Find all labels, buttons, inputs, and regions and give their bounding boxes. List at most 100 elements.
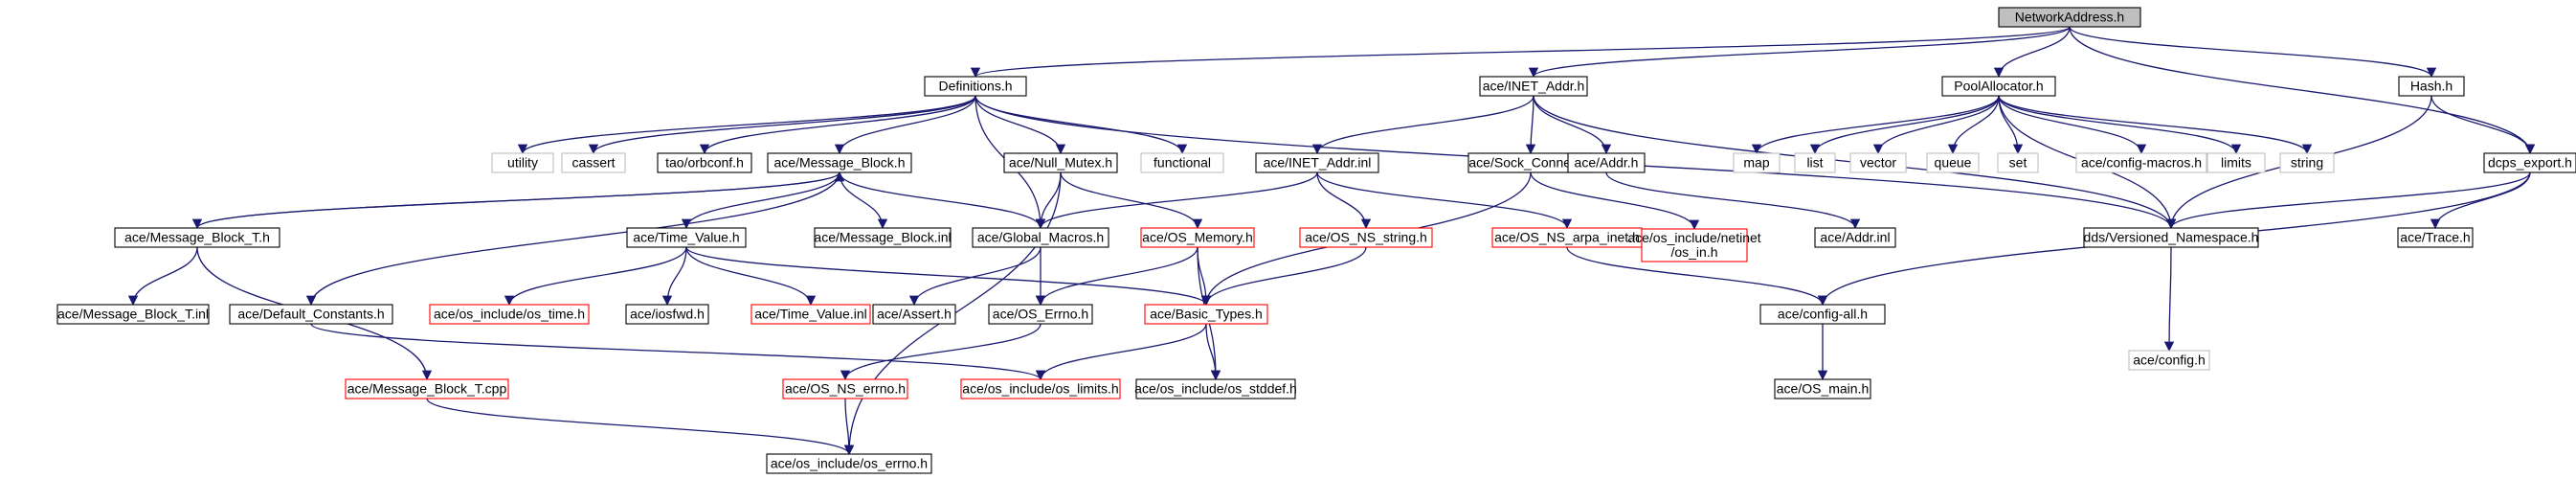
node-ostime[interactable]: ace/os_include/os_time.h bbox=[429, 304, 590, 325]
node-set[interactable]: set bbox=[1997, 152, 2039, 173]
node-osnsarpa[interactable]: ace/OS_NS_arpa_inet.h bbox=[1491, 227, 1643, 248]
node-label: ace/os_include/os_errno.h bbox=[771, 456, 928, 471]
node-msgblock_t_cpp[interactable]: ace/Message_Block_T.cpp bbox=[345, 378, 509, 399]
edge-osnsstring-to-basictypes bbox=[1200, 246, 1367, 307]
node-oserrno[interactable]: ace/OS_Errno.h bbox=[988, 304, 1093, 325]
node-label: ace/Addr.h bbox=[1575, 155, 1639, 171]
edge-dcps_export-to-versioned bbox=[2165, 171, 2531, 230]
node-timevalue_inl[interactable]: ace/Time_Value.inl bbox=[750, 304, 871, 325]
node-box bbox=[1849, 152, 1907, 173]
edge-inet_addr_h-to-addr_h bbox=[1533, 95, 1612, 155]
node-box bbox=[1299, 227, 1433, 248]
node-label: PoolAllocator.h bbox=[1954, 79, 2043, 94]
node-msgblock_t[interactable]: ace/Message_Block_T.h bbox=[114, 227, 280, 248]
node-box bbox=[814, 227, 952, 248]
node-utility[interactable]: utility bbox=[491, 152, 554, 173]
node-osstddef[interactable]: ace/os_include/os_stddef.h bbox=[1134, 378, 1297, 399]
node-box bbox=[2483, 152, 2576, 173]
node-map[interactable]: map bbox=[1733, 152, 1781, 173]
node-timevalue[interactable]: ace/Time_Value.h bbox=[626, 227, 747, 248]
edge-osnserrno-to-oserrno_inc bbox=[843, 398, 855, 456]
node-osnserrno[interactable]: ace/OS_NS_errno.h bbox=[782, 378, 908, 399]
node-vector[interactable]: vector bbox=[1849, 152, 1907, 173]
node-osmain[interactable]: ace/OS_main.h bbox=[1774, 378, 1871, 399]
node-label: vector bbox=[1860, 155, 1896, 171]
node-versioned[interactable]: dds/Versioned_Namespace.h bbox=[2083, 227, 2259, 248]
node-label: utility bbox=[507, 155, 538, 171]
node-inet_addr_h[interactable]: ace/INET_Addr.h bbox=[1479, 76, 1588, 97]
node-label: ace/Time_Value.inl bbox=[754, 307, 867, 322]
node-poolalloc[interactable]: PoolAllocator.h bbox=[1941, 76, 2056, 97]
node-label: ace/Basic_Types.h bbox=[1150, 307, 1263, 322]
node-functional[interactable]: functional bbox=[1140, 152, 1224, 173]
node-configall[interactable]: ace/config-all.h bbox=[1759, 304, 1886, 325]
node-cassert[interactable]: cassert bbox=[561, 152, 626, 173]
node-box bbox=[491, 152, 554, 173]
node-label: ace/OS_NS_arpa_inet.h bbox=[1494, 230, 1640, 245]
node-label: functional bbox=[1154, 155, 1211, 171]
node-trace[interactable]: ace/Trace.h bbox=[2397, 227, 2474, 248]
node-basictypes[interactable]: ace/Basic_Types.h bbox=[1144, 304, 1268, 325]
edge-root-to-hash bbox=[2069, 26, 2437, 79]
edge-timevalue-to-timevalue_inl bbox=[685, 246, 817, 307]
node-box bbox=[625, 304, 709, 325]
node-box bbox=[56, 304, 210, 325]
node-oslimits[interactable]: ace/os_include/os_limits.h bbox=[960, 378, 1121, 399]
edge-root-to-poolalloc bbox=[1993, 26, 2071, 79]
node-osnsstring[interactable]: ace/OS_NS_string.h bbox=[1299, 227, 1433, 248]
edge-msgblock-to-timevalue bbox=[681, 171, 840, 230]
node-configmacros[interactable]: ace/config-macros.h bbox=[2075, 152, 2207, 173]
node-box bbox=[1255, 152, 1379, 173]
node-string[interactable]: string bbox=[2279, 152, 2335, 173]
edge-timevalue-to-iosfwd bbox=[661, 246, 687, 307]
edge-osnsarpa-to-configall bbox=[1566, 246, 1828, 307]
node-config_h[interactable]: ace/config.h bbox=[2128, 350, 2210, 371]
node-netinet[interactable]: ace/os_include/netinet/os_in.h bbox=[1627, 228, 1761, 262]
node-label: ace/Trace.h bbox=[2400, 230, 2470, 245]
node-label: ace/Message_Block_T.inl bbox=[57, 307, 209, 322]
node-oserrno_inc[interactable]: ace/os_include/os_errno.h bbox=[766, 453, 932, 474]
node-defconst[interactable]: ace/Default_Constants.h bbox=[229, 304, 393, 325]
node-assert[interactable]: ace/Assert.h bbox=[872, 304, 956, 325]
edge-hash-to-dcps_export bbox=[2430, 95, 2536, 155]
node-box bbox=[750, 304, 871, 325]
node-msgblock_t_inl[interactable]: ace/Message_Block_T.inl bbox=[56, 304, 210, 325]
node-msgblock_inl[interactable]: ace/Message_Block.inl bbox=[814, 227, 952, 248]
edge-definitions-to-utility bbox=[517, 95, 976, 155]
node-label: ace/iosfwd.h bbox=[630, 307, 705, 322]
edge-osmemory-to-oserrno bbox=[1035, 246, 1198, 307]
node-label: list bbox=[1806, 155, 1823, 171]
node-list[interactable]: list bbox=[1794, 152, 1836, 173]
node-iosfwd[interactable]: ace/iosfwd.h bbox=[625, 304, 709, 325]
edge-poolalloc-to-string bbox=[1998, 95, 2313, 155]
node-dcps_export[interactable]: dcps_export.h bbox=[2483, 152, 2576, 173]
node-definitions[interactable]: Definitions.h bbox=[924, 76, 1027, 97]
node-box bbox=[1941, 76, 2056, 97]
node-addr_h[interactable]: ace/Addr.h bbox=[1567, 152, 1646, 173]
node-box bbox=[1140, 227, 1255, 248]
node-orbconf[interactable]: tao/orbconf.h bbox=[657, 152, 752, 173]
node-globalmacros[interactable]: ace/Global_Macros.h bbox=[972, 227, 1109, 248]
edge-nullmutex-to-osmemory bbox=[1060, 171, 1203, 230]
edge-poolalloc-to-queue bbox=[1947, 95, 2000, 155]
node-inet_inl[interactable]: ace/INET_Addr.inl bbox=[1255, 152, 1379, 173]
node-label: ace/os_include/os_time.h bbox=[434, 307, 585, 322]
node-limits[interactable]: limits bbox=[2206, 152, 2266, 173]
node-label: ace/Addr.inl bbox=[1820, 230, 1890, 245]
node-nullmutex[interactable]: ace/Null_Mutex.h bbox=[1003, 152, 1118, 173]
node-addr_inl[interactable]: ace/Addr.inl bbox=[1814, 227, 1896, 248]
node-box bbox=[429, 304, 590, 325]
edge-poolalloc-to-map bbox=[1751, 95, 2000, 155]
node-label: ace/os_include/netinet bbox=[1627, 230, 1760, 245]
edge-timevalue-to-basictypes bbox=[685, 246, 1212, 307]
node-queue[interactable]: queue bbox=[1926, 152, 1980, 173]
node-box bbox=[2206, 152, 2266, 173]
node-box bbox=[988, 304, 1093, 325]
node-sockconn[interactable]: ace/Sock_Connect.h bbox=[1467, 152, 1594, 173]
node-osmemory[interactable]: ace/OS_Memory.h bbox=[1140, 227, 1255, 248]
node-label: ace/OS_Errno.h bbox=[993, 307, 1088, 322]
node-hash[interactable]: Hash.h bbox=[2398, 76, 2465, 97]
node-root[interactable]: NetworkAddress.h bbox=[1998, 7, 2141, 28]
node-msgblock[interactable]: ace/Message_Block.h bbox=[767, 152, 912, 173]
